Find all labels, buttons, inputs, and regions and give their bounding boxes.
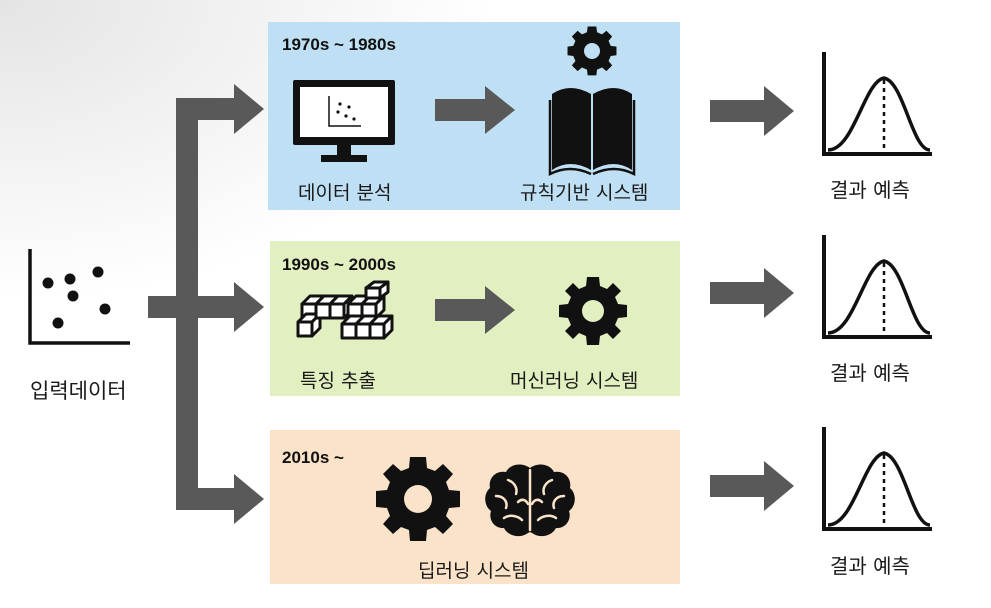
method-label-feature-extraction: 특징 추출: [300, 370, 376, 392]
era-label-1990s: 1990s ~ 2000s: [282, 255, 396, 274]
result-label: 결과 예측: [830, 554, 910, 578]
monitor-scatter-icon: [293, 80, 395, 162]
system-label-machine-learning: 머신러닝 시스템: [510, 370, 639, 392]
input-scatter-icon: [28, 249, 130, 345]
arrow-features-to-ml: [435, 286, 515, 334]
gear-icon: [376, 457, 460, 541]
method-label-data-analysis: 데이터 분석: [298, 182, 392, 204]
input-label: 입력데이터: [30, 379, 127, 403]
result-label: 결과 예측: [830, 361, 910, 385]
arrow-analysis-to-rules: [435, 86, 515, 134]
brain-icon: [485, 464, 575, 537]
bell-curve-icon: [822, 52, 932, 156]
book-gear-icon: [548, 26, 636, 177]
gear-icon: [559, 277, 627, 345]
bell-curve-icon: [822, 427, 932, 531]
era-label-2010s: 2010s ~: [282, 448, 344, 467]
panel-deep-learning: [270, 430, 680, 584]
system-label-deep-learning: 딥러닝 시스템: [418, 560, 529, 582]
feature-blocks-icon: [296, 280, 394, 340]
era-label-1970s: 1970s ~ 1980s: [282, 35, 396, 54]
system-label-rule-based: 규칙기반 시스템: [520, 182, 649, 204]
result-label: 결과 예측: [830, 178, 910, 202]
bell-curve-icon: [822, 235, 932, 339]
